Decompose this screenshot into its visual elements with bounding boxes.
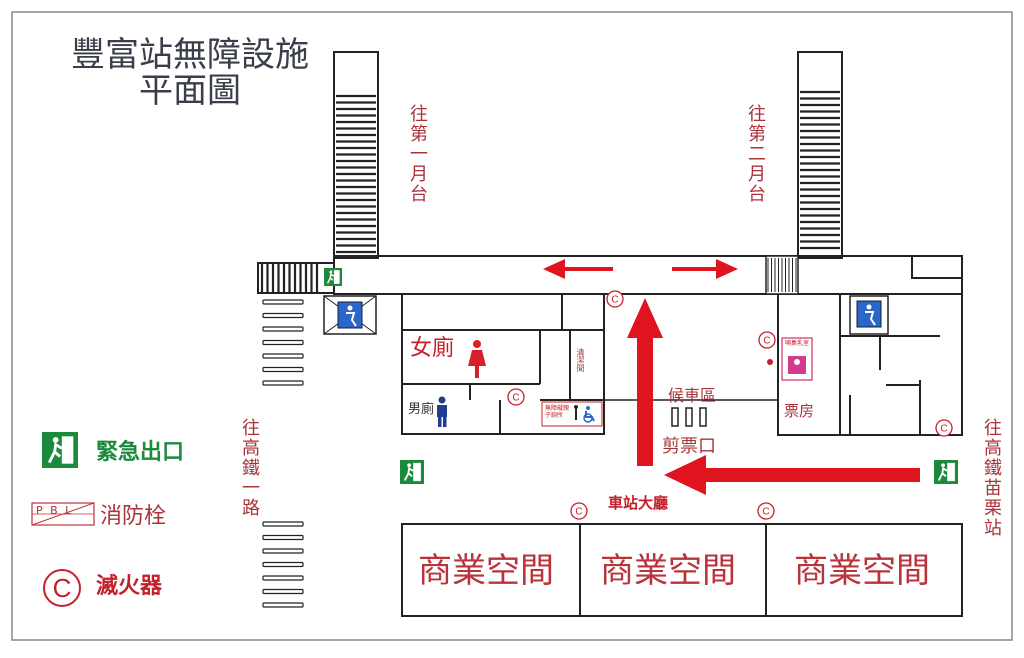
label-to-hsr-road: 往高鐵一路 xyxy=(239,418,260,518)
middle-block-walls xyxy=(401,294,640,435)
svg-text:C: C xyxy=(575,506,582,517)
ticket-gates xyxy=(671,407,707,427)
label-cleaning-room: 清潔間 xyxy=(576,348,585,372)
svg-text:C: C xyxy=(763,335,770,346)
label-ticket-office: 票房 xyxy=(784,402,815,420)
label-to-platform-1: 往第一月台 xyxy=(407,104,428,204)
commercial-block xyxy=(401,523,963,617)
label-nursing-room: 哺集乳室 xyxy=(785,340,810,347)
upper-corridor xyxy=(333,255,963,295)
men-toilet-icon xyxy=(437,396,447,427)
title-line-2: 平面圖 xyxy=(139,70,241,111)
arrow-right-small xyxy=(672,267,716,271)
arrow-left-small xyxy=(565,267,613,271)
diagram-title: 豐富站無障設施 平面圖 xyxy=(55,35,325,111)
emergency-exit-icon-right xyxy=(934,460,958,484)
legend-fire-hydrant: 消防栓 xyxy=(100,504,167,529)
arrow-left-large xyxy=(702,468,920,482)
fire-hydrant-legend-icon xyxy=(31,502,95,526)
left-stairs xyxy=(333,51,379,259)
fire-extinguisher-legend-icon: C xyxy=(43,569,81,607)
svg-text:C: C xyxy=(512,392,519,403)
legend-fire-hydrant-code: P B L xyxy=(36,504,74,517)
emergency-exit-legend-icon xyxy=(42,432,78,468)
emergency-exit-icon-top xyxy=(324,268,342,286)
fire-extinguisher-icon-hall-left: C xyxy=(570,502,588,520)
label-to-hsr-miaoli: 往高鐵苗栗站 xyxy=(981,418,1002,538)
fire-extinguisher-icon-right-2: C xyxy=(935,419,953,437)
svg-text:C: C xyxy=(611,294,618,305)
legend-fire-extinguisher: 滅火器 xyxy=(96,574,163,599)
elevator-right xyxy=(849,295,889,335)
label-accessible-toilet: 無障礙親子廁所 xyxy=(545,405,570,420)
label-to-platform-2: 往第二月台 xyxy=(745,104,766,204)
label-business-3: 商業空間 xyxy=(794,551,930,591)
label-ticket-gate: 剪票口 xyxy=(662,436,716,457)
label-business-2: 商業空間 xyxy=(600,551,736,591)
legend-emergency-exit: 緊急出口 xyxy=(96,440,185,465)
label-waiting-area: 候車區 xyxy=(668,386,717,405)
fire-extinguisher-icon-top: C xyxy=(606,290,624,308)
label-station-hall: 車站大廳 xyxy=(608,494,669,512)
direction-arrows xyxy=(543,259,920,495)
arrow-up-large xyxy=(637,336,653,466)
svg-text:C: C xyxy=(940,423,947,434)
svg-text:C: C xyxy=(53,573,72,603)
left-side-stairs xyxy=(257,262,335,294)
crosswalk-bottom xyxy=(262,521,304,608)
label-men-toilet: 男廁 xyxy=(408,402,435,417)
svg-text:C: C xyxy=(762,506,769,517)
fire-extinguisher-icon-right-1: C xyxy=(758,331,776,349)
fire-extinguisher-icon-middle: C xyxy=(507,388,525,406)
nursing-room-icon xyxy=(767,337,813,381)
outer-frame xyxy=(11,11,1013,641)
fire-extinguisher-icon-hall-right: C xyxy=(757,502,775,520)
title-line-1: 豐富站無障設施 xyxy=(71,35,309,75)
right-block-walls xyxy=(640,255,963,436)
crosswalk-top xyxy=(262,299,304,386)
label-business-1: 商業空間 xyxy=(418,551,554,591)
label-women-toilet: 女廁 xyxy=(410,336,455,361)
right-stairs xyxy=(797,51,843,259)
elevator-left xyxy=(323,295,377,335)
emergency-exit-icon-hall xyxy=(400,460,424,484)
corridor-stairs xyxy=(765,255,799,295)
accessible-toilet-icon xyxy=(541,401,603,427)
women-toilet-icon xyxy=(468,340,486,378)
